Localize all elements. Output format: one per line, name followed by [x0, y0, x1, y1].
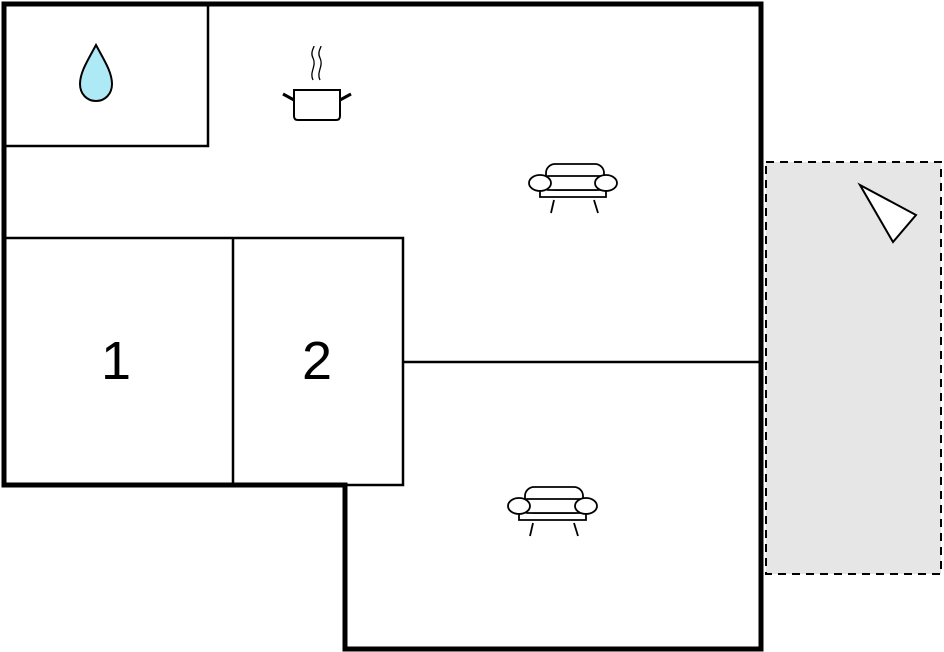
terrace-area — [765, 161, 942, 575]
terrace-triangle-icon — [857, 182, 918, 244]
room-label-1: 1 — [101, 331, 131, 391]
water-drop-icon — [78, 42, 114, 103]
bathroom-wall — [4, 4, 210, 148]
cooking-pot-icon — [282, 45, 352, 121]
sofa-icon-lower — [507, 486, 598, 537]
outer-wall — [1, 1, 764, 652]
bedroom-wall — [4, 236, 405, 487]
room-label-2: 2 — [302, 331, 332, 391]
sofa-icon-upper — [528, 163, 618, 214]
